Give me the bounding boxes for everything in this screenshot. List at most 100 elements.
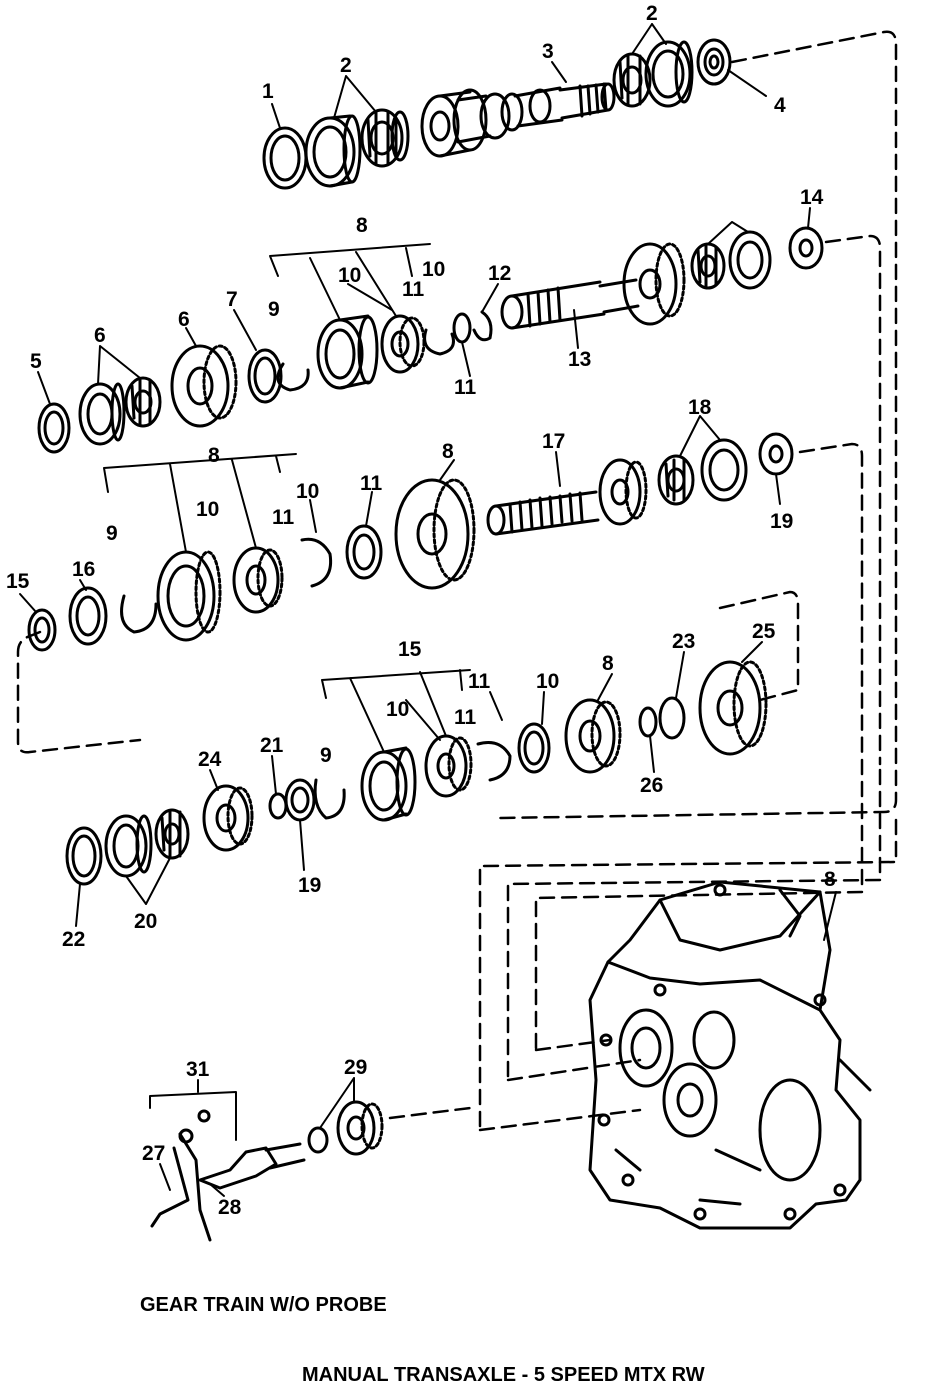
callout-14: 13	[568, 348, 591, 371]
part-8-blocking-ring	[68, 586, 108, 646]
part-8-blocking-ring	[247, 348, 283, 404]
part-28-shift-lever	[150, 1109, 212, 1242]
part-9-synchro-sleeve	[316, 314, 379, 390]
dashed-reference-lines	[16, 30, 898, 1132]
callout-15: 19	[770, 510, 793, 533]
callout-15: 14	[800, 186, 824, 209]
callout-23: 8	[602, 652, 614, 675]
part-20-snap-ring	[65, 826, 103, 886]
callout-10: 11	[468, 670, 491, 693]
part-10-spring	[313, 778, 346, 820]
callout-30: 29	[344, 1056, 367, 1079]
part-2-bearing-cup	[304, 114, 362, 188]
callout-21: 24	[198, 748, 222, 771]
callout-8: 7	[226, 288, 238, 311]
part-30-gear-shaft	[264, 1100, 384, 1170]
part-2-bearing-cup-rear	[644, 40, 694, 108]
callout-27: 31	[186, 1058, 210, 1081]
part-8-blocking-ring-b	[345, 524, 383, 580]
part-10-spring	[120, 594, 158, 634]
callout-2: 2	[340, 54, 352, 77]
part-21-gear	[202, 784, 254, 852]
callout-13: 12	[488, 262, 511, 285]
part-8-blocking-ring-b	[517, 722, 551, 774]
callout-10: 9	[268, 298, 280, 321]
callout-18: 17	[542, 430, 565, 453]
part-16-snap-ring	[27, 608, 57, 652]
part-6-bearing-cone	[124, 376, 162, 428]
part-10-spring-b	[476, 741, 512, 782]
callout-10: 9	[320, 744, 332, 767]
callout-29: 28	[218, 1196, 242, 1219]
callout-19: 18	[688, 396, 712, 419]
callout-11: 10	[196, 498, 219, 521]
callout-4: 4	[774, 94, 786, 117]
callout-9: 8	[208, 444, 220, 467]
part-25-ring	[658, 696, 686, 740]
callout-19: 20	[134, 910, 157, 933]
callout-16: 15	[6, 570, 30, 593]
callout-10: 10	[296, 480, 319, 503]
row-1-input-shaft	[262, 38, 732, 190]
callout-10: 9	[106, 522, 118, 545]
part-2-bearing-cone-rear	[612, 52, 652, 108]
part-10-spring	[276, 362, 310, 392]
callout-8: 10	[536, 670, 559, 693]
shift-mechanism	[149, 1091, 384, 1242]
part-23-gear	[564, 698, 622, 774]
part-17-gear	[394, 478, 476, 590]
callout-7: 6	[178, 308, 190, 331]
part-2-bearing-cone	[360, 108, 410, 168]
part-9-synchro-sleeve	[156, 550, 222, 642]
callout-28: 27	[142, 1142, 165, 1165]
part-1-snap-ring	[262, 126, 308, 190]
part-22-washer	[268, 792, 288, 820]
callout-2: 2	[646, 2, 658, 25]
diagram-title: MANUAL TRANSAXLE - 5 SPEED MTX RW	[302, 1364, 705, 1386]
part-4-oil-seal	[696, 38, 732, 86]
row-4-fifth-gear-set	[65, 660, 768, 886]
callout-9: 15	[398, 638, 422, 661]
callout-11: 10	[386, 698, 409, 721]
callout-11: 10	[338, 264, 361, 287]
part-6-bearing-cup	[78, 382, 126, 446]
part-29-shift-fork	[198, 1146, 278, 1190]
part-26-gear	[698, 660, 768, 756]
callout-numbers: 1 2 2 3 4 5 6 6 7 8 9 10 10 11 11 12 13 …	[6, 2, 836, 1219]
callout-24: 26	[640, 774, 663, 797]
part-10-spring-b	[300, 537, 333, 588]
part-5-snap-ring	[37, 402, 71, 454]
callout-8: 11	[360, 472, 383, 495]
part-15-seal	[758, 432, 794, 476]
part-11-hub	[232, 546, 284, 614]
callout-12: 11	[454, 376, 477, 399]
row-3-countershaft	[27, 432, 794, 652]
callout-11: 11	[454, 706, 477, 729]
part-3-input-shaft	[420, 82, 616, 158]
part-19-bearing-cone	[154, 808, 190, 860]
callout-leader-lines	[19, 23, 837, 1197]
part-19-bearing-cone	[657, 454, 695, 506]
part-6-bearing-cup-rear	[728, 230, 772, 290]
part-8-blocking-ring	[284, 778, 316, 822]
part-6-bearing-cone-rear	[690, 242, 726, 290]
part-10-spring-b	[423, 328, 455, 356]
part-11-hub	[424, 734, 473, 798]
part-14-mainshaft	[500, 242, 686, 330]
part-7-gear	[170, 344, 238, 428]
callout-26: 25	[752, 620, 776, 643]
part-15-seal	[788, 226, 824, 270]
part-19-bearing-cup	[104, 814, 153, 878]
part-12-ring	[452, 312, 472, 344]
callout-17: 8	[442, 440, 454, 463]
callout-10: 10	[422, 258, 445, 281]
part-18-countershaft	[486, 458, 648, 536]
callout-20: 22	[62, 928, 85, 951]
callout-8: 16	[72, 558, 95, 581]
callout-6: 6	[94, 324, 106, 347]
part-19-bearing-cup	[700, 438, 748, 502]
callout-8: 19	[298, 874, 321, 897]
callout-11: 11	[272, 506, 295, 529]
part-24-collar	[638, 706, 658, 738]
